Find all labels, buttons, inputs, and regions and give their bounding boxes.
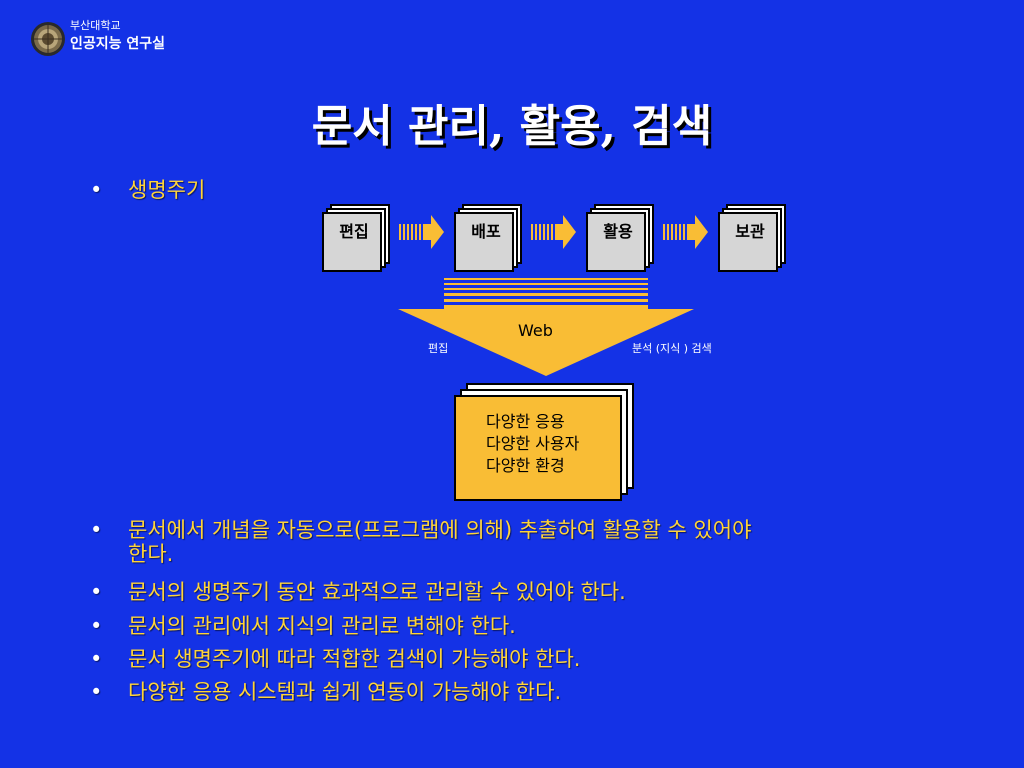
stage-label-edit: 편집: [339, 222, 369, 241]
bullet-marker: •: [90, 647, 103, 671]
output-item: 다양한 사용자: [486, 434, 580, 453]
bullet-text: 문서의 관리에서 지식의 관리로 변해야 한다.: [128, 614, 516, 638]
bullet-text: 다양한 응용 시스템과 쉽게 연동이 가능해야 한다.: [128, 680, 562, 704]
edit-caption: 편집: [428, 342, 449, 355]
university-name: 부산대학교: [70, 19, 121, 32]
bullet-text: 문서 생명주기에 따라 적합한 검색이 가능해야 한다.: [128, 647, 581, 671]
output-item: 다양한 환경: [486, 456, 565, 475]
arrow-right-icon: [663, 215, 708, 249]
bullet-marker: •: [90, 518, 103, 542]
lab-name: 인공지능 연구실: [70, 36, 166, 52]
lab-header: 부산대학교 인공지능 연구실: [70, 19, 165, 54]
bullet-marker: •: [90, 680, 103, 704]
bullet-text: 문서에서 개념을 자동으로(프로그램에 의해) 추출하여 활용할 수 있어야: [128, 518, 752, 542]
bullet-marker: •: [90, 614, 103, 638]
arrow-right-icon: [531, 215, 576, 249]
bullet-text: 생명주기: [128, 178, 206, 202]
arrow-right-icon: [399, 215, 444, 249]
stage-label-archive: 보관: [735, 222, 765, 241]
bullet-marker: •: [90, 178, 103, 202]
page-title: 문서 관리, 활용, 검색: [311, 101, 713, 152]
web-label: Web: [518, 321, 553, 340]
stage-label-use: 활용: [603, 222, 633, 241]
bullet-marker: •: [90, 580, 103, 604]
output-item: 다양한 응용: [486, 412, 565, 431]
bullet-text-continued: 한다.: [128, 542, 174, 566]
output-list: 다양한 응용 다양한 사용자 다양한 환경: [486, 411, 579, 477]
university-emblem-icon: [31, 22, 65, 56]
stage-label-distribute: 배포: [471, 222, 501, 241]
web-funnel-arrow: [398, 278, 694, 376]
bullet-text: 문서의 생명주기 동안 효과적으로 관리할 수 있어야 한다.: [128, 580, 626, 604]
search-caption: 분석 (지식 ) 검색: [632, 342, 712, 355]
output-document-stack: [454, 383, 634, 501]
